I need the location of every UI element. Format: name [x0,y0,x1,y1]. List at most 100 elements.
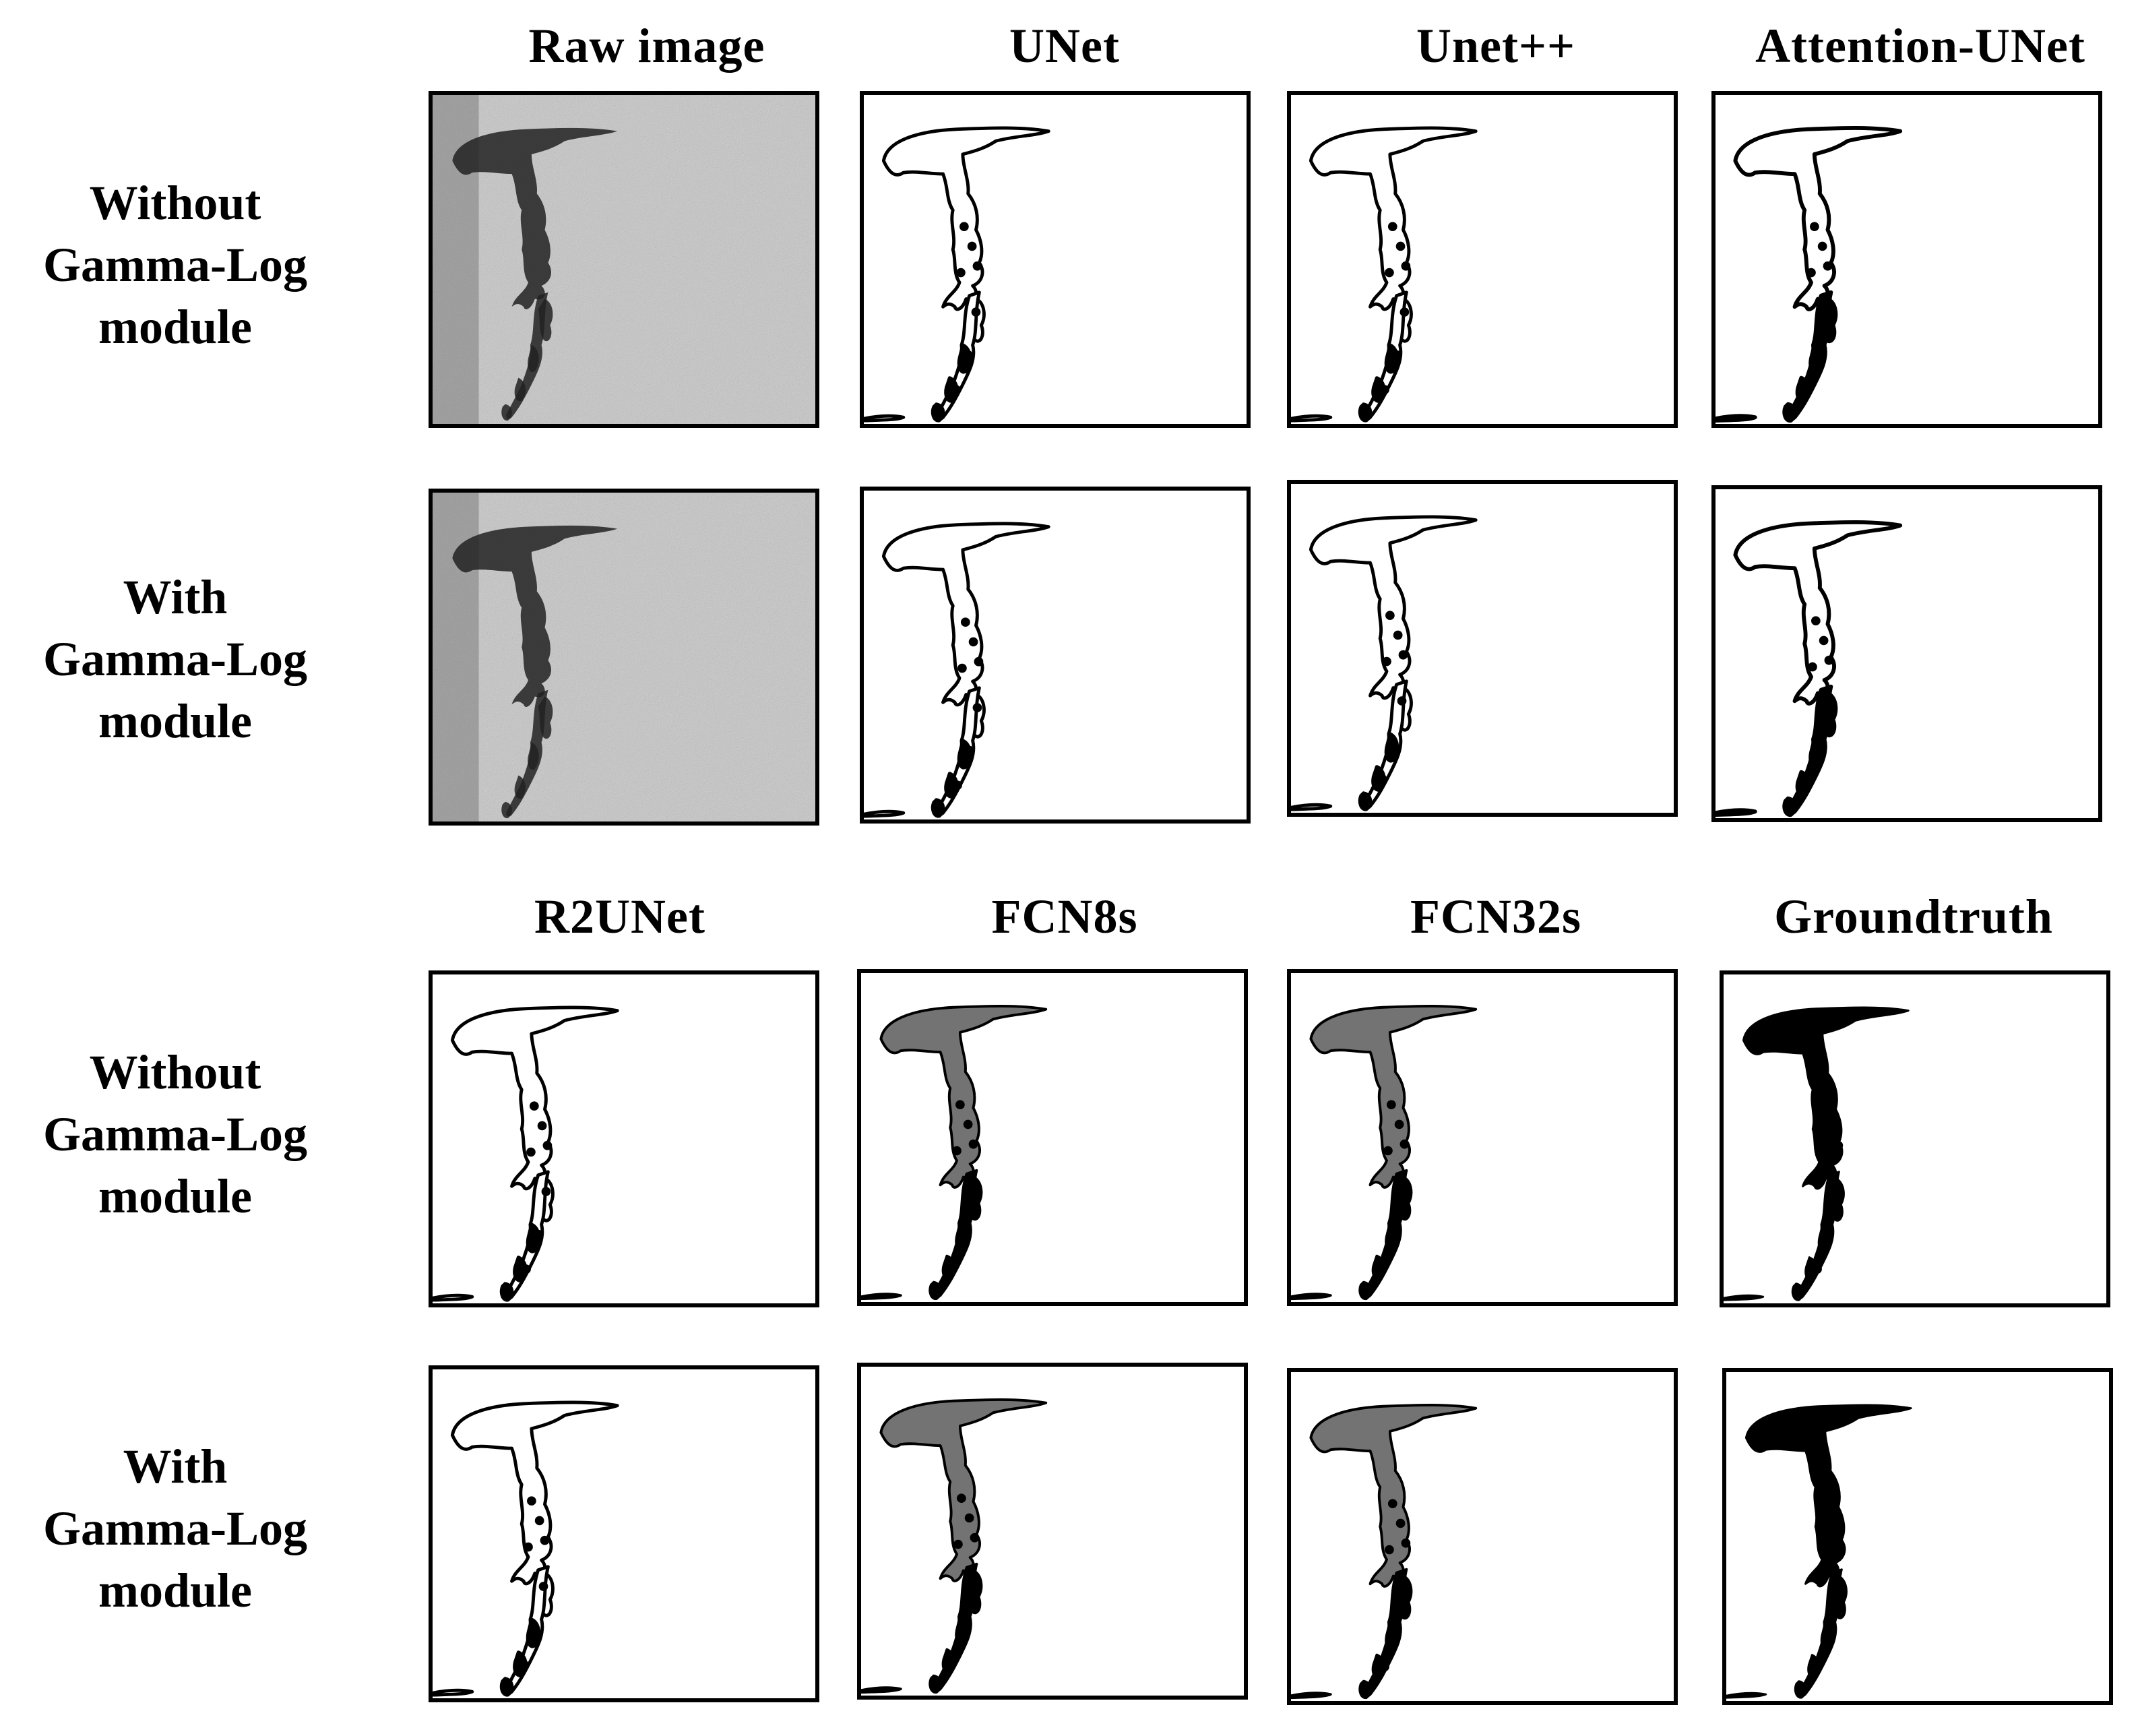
panel-fcn8s-without [857,969,1248,1306]
mask-speck-6 [522,1264,531,1274]
mask-speck-4 [1399,307,1410,317]
panel-unet-with [860,487,1251,824]
mask-speck-0 [1810,222,1819,232]
mask-speck-4 [967,1185,977,1195]
panel-canvas [864,126,1050,423]
mask-speck-1 [1395,1518,1406,1528]
row-label-1: Without Gamma-Log module [0,172,350,358]
mask-speck-4 [1397,696,1407,706]
mask-speck-2 [970,1532,980,1543]
mask-speck-2 [1833,1140,1844,1150]
mask-speck-0 [957,1493,966,1504]
mask-speck-1 [1395,241,1406,251]
mask-speck-3 [1383,1146,1393,1156]
mask-speck-5 [963,350,973,360]
panel-groundtruth-without [1720,970,2110,1307]
column-title-unet: UNet [1009,19,1120,73]
raw-feature-1 [506,689,548,817]
mask-region-0 [1309,1403,1478,1588]
mask-speck-2 [1823,261,1833,271]
column-title-raw-image: Raw image [528,19,765,73]
mask-speck-6 [1803,779,1813,789]
mask-speck-2 [1398,650,1408,660]
raw-feature-0 [452,525,618,707]
mask-region-5 [1794,1680,1807,1699]
panel-canvas [1716,520,1903,817]
mask-region-5 [1358,1280,1372,1301]
mask-speck-2 [1401,261,1411,271]
mask-speck-5 [1813,350,1823,360]
mask-region-5 [931,402,945,423]
mask-speck-6 [951,385,961,395]
mask-region-0 [450,1005,619,1191]
mask-region-6 [1291,803,1333,811]
mask-speck-6 [947,1263,957,1273]
panel-fcn8s-with [857,1363,1248,1700]
panel-canvas [861,1398,1048,1694]
panel-groundtruth-with [1722,1368,2113,1705]
panel-canvas [864,522,1050,818]
mask-region-6 [1716,414,1757,423]
mask-speck-4 [972,703,982,712]
mask-speck-2 [542,1140,553,1150]
mask-region-6 [1724,1294,1765,1301]
raw-feature-3 [528,344,539,373]
mask-speck-5 [1390,1228,1400,1238]
mask-speck-0 [1821,1499,1830,1509]
mask-speck-0 [959,222,969,232]
mask-speck-5 [1391,350,1402,360]
mask-speck-3 [953,1539,963,1549]
row-label-3: Without Gamma-Log module [0,1041,350,1227]
mask-speck-0 [529,1101,539,1111]
mask-speck-3 [524,1542,533,1552]
panel-fcn32s-without [1287,969,1678,1306]
mask-speck-3 [1806,268,1816,278]
raw-feature-3 [528,742,539,770]
mask-speck-6 [519,1659,528,1669]
mask-speck-6 [949,1656,958,1667]
mask-speck-5 [1815,744,1825,754]
mask-speck-1 [964,1513,974,1523]
mask-region-6 [1291,414,1333,423]
mask-region-0 [1309,126,1478,311]
mask-speck-3 [1817,1545,1827,1555]
row-label-3-line-2: Gamma-Log [43,1107,307,1161]
panel-r2unet-with [429,1365,819,1702]
mask-speck-2 [540,1535,550,1545]
mask-speck-6 [1379,1263,1388,1273]
panel-canvas [433,1400,619,1697]
mask-region-0 [881,522,1050,707]
mask-speck-5 [964,745,974,755]
row-label-3-line-1: Without [89,1045,261,1099]
mask-region-5 [931,798,945,818]
mask-speck-5 [1824,1229,1834,1239]
mask-speck-1 [1828,1518,1838,1528]
mask-speck-0 [527,1496,536,1506]
mask-region-6 [433,1293,474,1302]
panel-raw-with [429,489,819,826]
mask-region-0 [450,1400,619,1586]
mask-speck-2 [1824,655,1834,665]
mask-speck-0 [1387,1100,1396,1110]
mask-speck-0 [1820,1101,1830,1111]
mask-region-5 [1782,402,1797,423]
mask-speck-4 [538,1582,548,1591]
mask-region-6 [861,1686,902,1694]
panel-fcn32s-with [1287,1368,1678,1705]
mask-region-6 [864,414,906,423]
mask-speck-6 [953,780,962,790]
mask-region-0 [881,126,1050,311]
mask-region-4 [1804,1256,1818,1282]
row-label-4: With Gamma-Log module [0,1435,350,1621]
mask-speck-1 [1394,1119,1404,1129]
mask-speck-5 [530,1624,540,1634]
column-title-unetpp: Unet++ [1416,19,1576,73]
mask-region-6 [433,1688,474,1697]
panel-raw-without [429,91,819,428]
mask-speck-6 [1377,774,1387,784]
mask-region-4 [944,772,959,799]
column-title-groundtruth: Groundtruth [1774,890,2053,943]
mask-region-5 [929,1280,942,1301]
mask-region-0 [1309,515,1478,700]
